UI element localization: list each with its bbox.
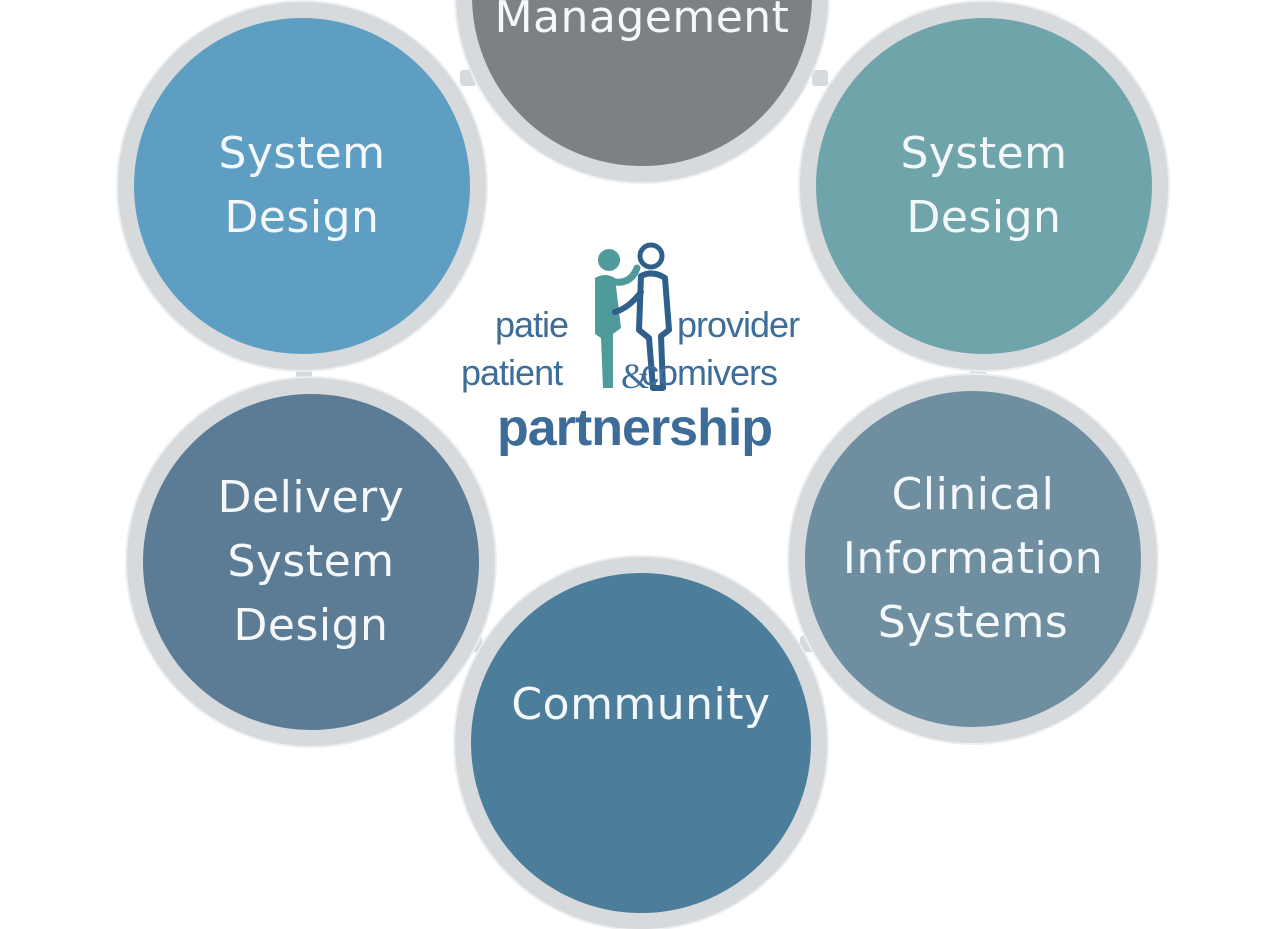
logo-line-1-left: patie: [495, 304, 569, 345]
node-label: Delivery System Design: [217, 472, 405, 651]
node-system-design-right: System Design: [800, 2, 1168, 370]
logo-wordmark: partnership: [497, 399, 773, 457]
node-delivery-system-design: Delivery System Design: [127, 378, 495, 746]
node-label: Management: [494, 0, 790, 43]
node-label: System Design: [900, 128, 1068, 243]
node-label: System Design: [218, 128, 386, 243]
node-label: Community: [511, 679, 771, 730]
connector: [460, 70, 476, 86]
connector: [812, 70, 828, 86]
people-figures-icon: &: [595, 242, 672, 396]
node-system-design-left: System Design: [118, 2, 486, 370]
node-label: Clinical Information Systems: [842, 469, 1104, 648]
node-clinical-information-systems: Clinical Information Systems: [789, 375, 1157, 743]
node-community: Community: [455, 557, 827, 929]
logo-line-1-right: provider: [677, 304, 800, 345]
logo-line-2-right: comivers: [641, 352, 778, 393]
node-management: Management: [456, 0, 828, 182]
logo-line-2-left: patient: [461, 352, 563, 393]
svg-text:&: &: [621, 356, 649, 396]
partnership-logo: & patie provider patient comivers partne…: [455, 238, 835, 468]
